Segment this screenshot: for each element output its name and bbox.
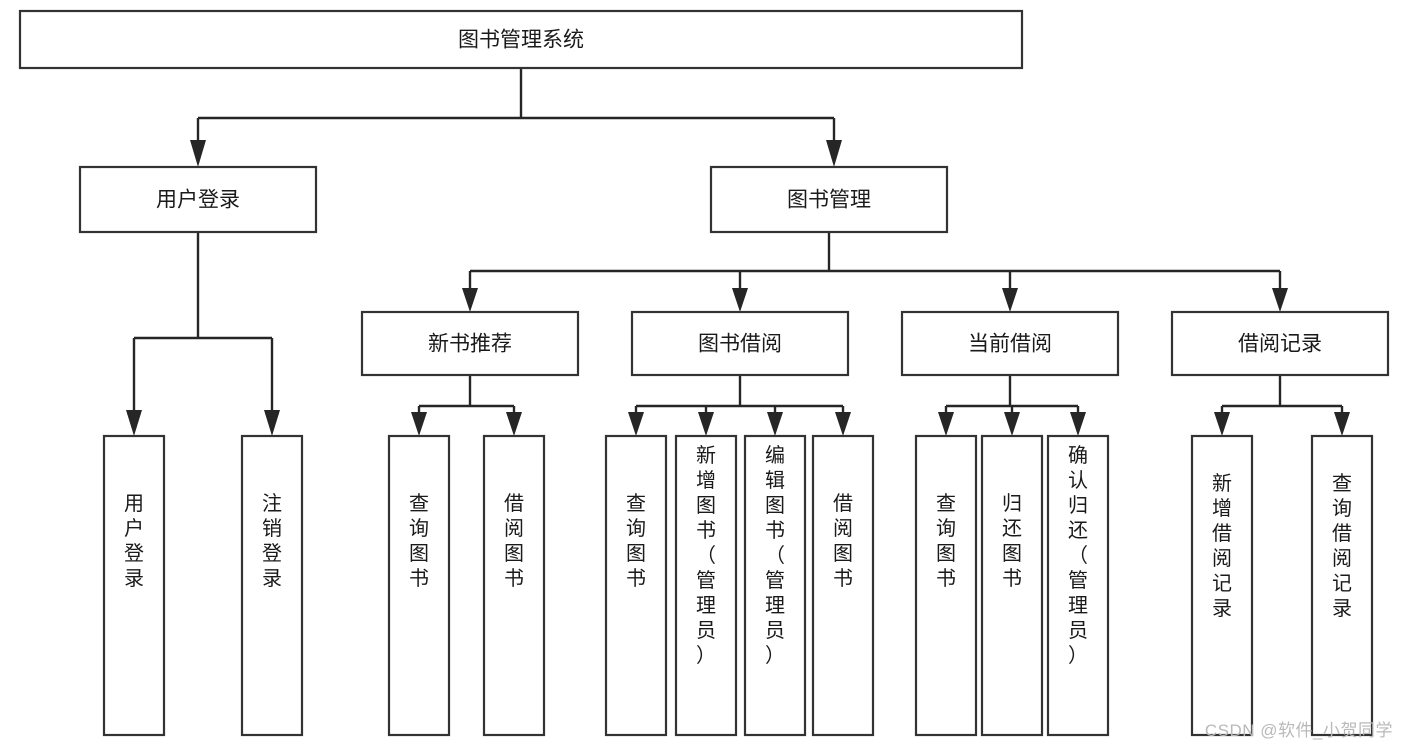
arrow-head-current-borrow [1002, 288, 1018, 312]
node-book-manage-box[interactable] [709, 165, 949, 234]
arrow-head-user-login [190, 140, 206, 167]
node-book-borrow-label: 图书借阅 [698, 333, 782, 356]
node-leaf-borrow-book-rec[interactable]: 借阅图书 [482, 434, 546, 737]
arrow-head-leaf-confirm-return [1070, 412, 1086, 436]
node-borrow-record-label: 借阅记录 [1238, 333, 1322, 356]
node-new-book-rec-label: 新书推荐 [428, 333, 512, 356]
node-leaf-query-record-label: 查询借阅记录 [1332, 472, 1352, 620]
node-leaf-borrow-book-rec-box[interactable] [482, 434, 546, 737]
node-root-box[interactable] [18, 9, 1024, 70]
arrow-head-leaf-edit-book [767, 412, 783, 436]
node-leaf-return-book-label: 归还图书 [1002, 492, 1022, 590]
arrow-head-book-manage [826, 140, 842, 167]
node-leaf-borrow-book-box[interactable] [811, 434, 875, 737]
node-leaf-query-record-box[interactable] [1310, 434, 1374, 737]
node-leaf-query-book-borrow-box[interactable] [604, 434, 668, 737]
node-root[interactable]: 图书管理系统 [18, 9, 1024, 70]
connector-group-book-manage-to-level3 [462, 232, 1288, 312]
node-leaf-confirm-return-box[interactable] [1046, 434, 1110, 737]
arrow-head-leaf-add-record [1214, 412, 1230, 436]
connector-group-root-to-level2 [190, 68, 842, 167]
node-leaf-add-book-box[interactable] [674, 434, 738, 737]
node-new-book-rec[interactable]: 新书推荐 [360, 310, 580, 377]
arrow-head-leaf-logout [264, 410, 280, 436]
node-leaf-query-book-borrow-label: 查询图书 [626, 492, 646, 590]
node-current-borrow-label: 当前借阅 [968, 333, 1052, 356]
connector-group-book-borrow-to-leaves [628, 375, 851, 436]
node-leaf-user-login-box[interactable] [102, 434, 166, 737]
node-leaf-borrow-book-rec-label: 借阅图书 [504, 492, 524, 590]
node-leaf-edit-book-box[interactable] [743, 434, 807, 737]
node-leaf-add-book-label: 新增图书（管理员） [696, 444, 716, 667]
node-current-borrow[interactable]: 当前借阅 [900, 310, 1120, 377]
arrow-head-leaf-query-record [1334, 412, 1350, 436]
node-leaf-query-book-cur[interactable]: 查询图书 [914, 434, 978, 737]
arrow-head-leaf-add-book [698, 412, 714, 436]
node-user-login[interactable]: 用户登录 [78, 165, 318, 234]
node-borrow-record-box[interactable] [1170, 310, 1390, 377]
node-leaf-query-book-rec[interactable]: 查询图书 [387, 434, 451, 737]
node-book-borrow[interactable]: 图书借阅 [630, 310, 850, 377]
arrow-head-leaf-return-book [1004, 412, 1020, 436]
arrow-head-leaf-query-book-borrow [628, 412, 644, 436]
node-leaf-confirm-return-label: 确认归还（管理员） [1068, 444, 1088, 667]
node-leaf-query-book-borrow[interactable]: 查询图书 [604, 434, 668, 737]
node-leaf-add-book[interactable]: 新增图书（管理员） [674, 434, 738, 737]
arrow-head-borrow-record [1272, 288, 1288, 312]
node-leaf-query-book-cur-label: 查询图书 [936, 492, 956, 590]
node-leaf-borrow-book[interactable]: 借阅图书 [811, 434, 875, 737]
connector-group-user-login-to-leaves [126, 232, 280, 436]
node-leaf-query-book-rec-label: 查询图书 [409, 492, 429, 590]
node-new-book-rec-box[interactable] [360, 310, 580, 377]
arrow-head-new-book-rec [462, 288, 478, 312]
csdn-watermark: CSDN @软件_小贺同学 [1204, 721, 1393, 740]
node-leaf-logout[interactable]: 注销登录 [240, 434, 304, 737]
node-leaf-borrow-book-label: 借阅图书 [833, 492, 853, 590]
node-borrow-record[interactable]: 借阅记录 [1170, 310, 1390, 377]
node-leaf-add-record[interactable]: 新增借阅记录 [1190, 434, 1254, 737]
node-root-label: 图书管理系统 [458, 29, 584, 52]
node-leaf-query-book-cur-box[interactable] [914, 434, 978, 737]
arrow-head-book-borrow [732, 288, 748, 312]
node-leaf-add-record-box[interactable] [1190, 434, 1254, 737]
node-leaf-return-book-box[interactable] [980, 434, 1044, 737]
node-book-manage-label: 图书管理 [787, 189, 871, 212]
node-leaf-return-book[interactable]: 归还图书 [980, 434, 1044, 737]
node-user-login-box[interactable] [78, 165, 318, 234]
connector-group-borrow-record-to-leaves [1214, 375, 1350, 436]
connector-group-new-book-rec-to-leaves [411, 375, 522, 436]
arrow-head-leaf-borrow-book [835, 412, 851, 436]
node-book-manage[interactable]: 图书管理 [709, 165, 949, 234]
node-leaf-confirm-return[interactable]: 确认归还（管理员） [1046, 434, 1110, 737]
arrow-head-leaf-borrow-book-rec [506, 412, 522, 436]
connector-group-current-borrow-to-leaves [938, 375, 1086, 436]
node-leaf-logout-label: 注销登录 [262, 492, 282, 590]
node-current-borrow-box[interactable] [900, 310, 1120, 377]
node-leaf-user-login-label: 用户登录 [124, 493, 144, 590]
node-leaf-edit-book-label: 编辑图书（管理员） [765, 444, 785, 667]
node-leaf-query-book-rec-box[interactable] [387, 434, 451, 737]
arrow-head-leaf-user-login [126, 410, 142, 436]
node-leaf-edit-book[interactable]: 编辑图书（管理员） [743, 434, 807, 737]
arrow-head-leaf-query-book-cur [938, 412, 954, 436]
node-leaf-add-record-label: 新增借阅记录 [1212, 472, 1232, 620]
node-leaf-logout-box[interactable] [240, 434, 304, 737]
node-user-login-label: 用户登录 [156, 189, 240, 212]
node-book-borrow-box[interactable] [630, 310, 850, 377]
arrow-head-leaf-query-book-rec [411, 412, 427, 436]
node-leaf-user-login[interactable]: 用户登录 [102, 434, 166, 737]
node-leaf-query-record[interactable]: 查询借阅记录 [1310, 434, 1374, 737]
